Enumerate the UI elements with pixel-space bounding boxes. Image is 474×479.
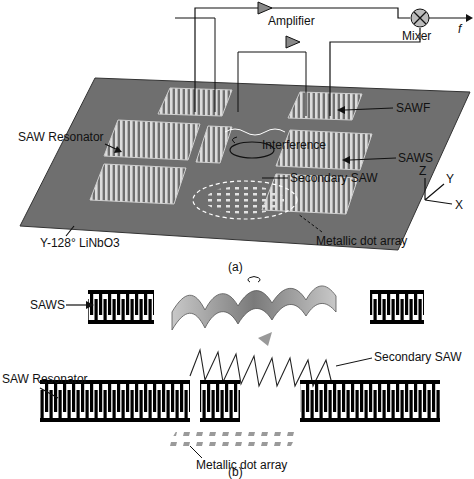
arrowhead <box>342 156 350 164</box>
bus-bar <box>200 380 240 384</box>
substrate-plate <box>20 78 470 250</box>
dot-array <box>164 428 300 452</box>
axis-label: Y <box>446 172 454 186</box>
subfigure-label: (a) <box>228 260 243 274</box>
arrowhead <box>466 14 473 22</box>
bus-bar <box>300 380 440 384</box>
sawf-idt <box>288 92 362 120</box>
arrowhead <box>86 301 94 309</box>
label-amplifier: Amplifier <box>268 14 315 28</box>
label-signal: f <box>458 22 461 36</box>
bus-bar <box>370 320 424 324</box>
leader <box>336 358 372 366</box>
label-saw: Secondary SAW <box>290 171 378 185</box>
amplifier-symbol <box>258 2 272 14</box>
arrowhead <box>114 146 122 153</box>
leader <box>262 178 288 179</box>
bus-bar <box>88 320 154 324</box>
leader <box>350 158 396 160</box>
wire <box>238 52 306 116</box>
wave-symbol <box>225 129 285 135</box>
dot-array <box>205 186 285 214</box>
arrowhead <box>337 106 345 114</box>
mixer-cross <box>414 12 426 24</box>
output-line <box>429 17 466 18</box>
gray-arrow <box>258 332 272 346</box>
label-mixer: Mixer <box>402 29 431 43</box>
leader <box>40 388 58 398</box>
resonator-idt <box>104 120 200 160</box>
label-effect: Interference <box>262 138 326 152</box>
axis-label: Z <box>419 164 426 178</box>
resonator-idt <box>90 164 186 204</box>
label-saw: SAWS <box>30 298 65 312</box>
leader <box>190 446 202 458</box>
label-saw: SAWF <box>396 101 430 115</box>
small-idt <box>200 384 240 418</box>
label-part: SAW Resonator <box>18 130 104 144</box>
leader <box>298 214 322 232</box>
bus-bar <box>40 418 190 422</box>
subfigure-label: (b) <box>228 465 243 479</box>
resonator-idt <box>300 384 440 418</box>
bus-bar <box>88 290 154 294</box>
sawS-idt <box>88 294 154 320</box>
leader <box>66 226 74 236</box>
leader <box>345 108 393 110</box>
label-part: SAW Resonator <box>2 372 88 386</box>
rotation-arrow <box>248 277 260 282</box>
bus-bar <box>370 290 424 294</box>
wire <box>175 18 215 112</box>
label-saw: Secondary SAW <box>374 350 462 364</box>
bus-bar <box>200 418 240 422</box>
axis-label: X <box>455 198 463 212</box>
amplifier-symbol <box>286 36 300 48</box>
label-part: Metallic dot array <box>316 234 407 248</box>
surface-wave <box>172 286 336 330</box>
label-saw: SAWS <box>398 151 433 165</box>
mixer-symbol <box>411 9 429 27</box>
sawS-idt <box>370 294 424 320</box>
ring-arrow <box>232 137 237 143</box>
label-substrate: Y-128° LiNbO3 <box>40 236 120 250</box>
dashed-ellipse <box>193 181 297 219</box>
leader <box>66 304 86 305</box>
resonator-idt <box>40 384 190 418</box>
wire <box>195 8 410 112</box>
bus-bar <box>300 418 440 422</box>
